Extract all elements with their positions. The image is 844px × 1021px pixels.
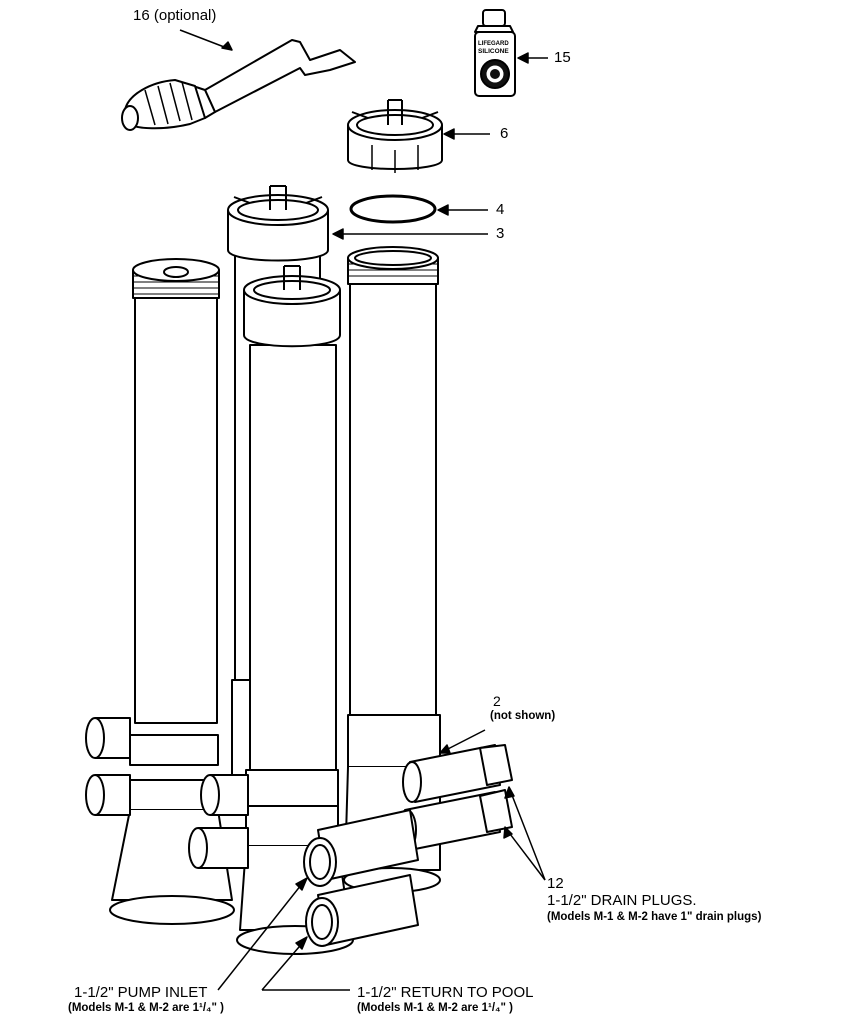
bottle-label-brand: LIFEGARD (478, 41, 509, 47)
callout-part-3: 3 (496, 225, 505, 242)
manifold-fittings (188, 744, 513, 947)
crown-cap-part-3 (227, 185, 329, 262)
callout-part-15: 15 (554, 49, 571, 66)
wrench-tool-illustration (121, 39, 356, 131)
drain-plugs-label: 1-1/2" DRAIN PLUGS. (547, 892, 697, 909)
callout-part-2: 2 (493, 693, 501, 709)
callout-part-6: 6 (500, 125, 509, 142)
callout-part-4: 4 (496, 201, 505, 218)
crown-cap-part-6 (347, 99, 443, 173)
bottle-label-product: SILICONE (478, 48, 509, 55)
pump-inlet-note: (Models M-1 & M-2 are 1¹/₄" ) (68, 1002, 224, 1014)
return-to-pool-note: (Models M-1 & M-2 are 1¹/₄" ) (357, 1002, 513, 1014)
callout-part-16: 16 (optional) (133, 7, 217, 24)
drain-plugs-note: (Models M-1 & M-2 have 1" drain plugs) (547, 911, 762, 923)
callout-part-2-note: (not shown) (490, 710, 556, 722)
silicone-bottle-illustration (474, 9, 516, 97)
callout-part-12: 12 (547, 875, 564, 892)
o-ring-part-4 (349, 194, 437, 224)
pump-inlet-label: 1-1/2" PUMP INLET (74, 984, 208, 1001)
filter-tube-rear-left (85, 258, 235, 925)
leader-lines (179, 29, 548, 991)
return-to-pool-label: 1-1/2" RETURN TO POOL (357, 984, 534, 1001)
